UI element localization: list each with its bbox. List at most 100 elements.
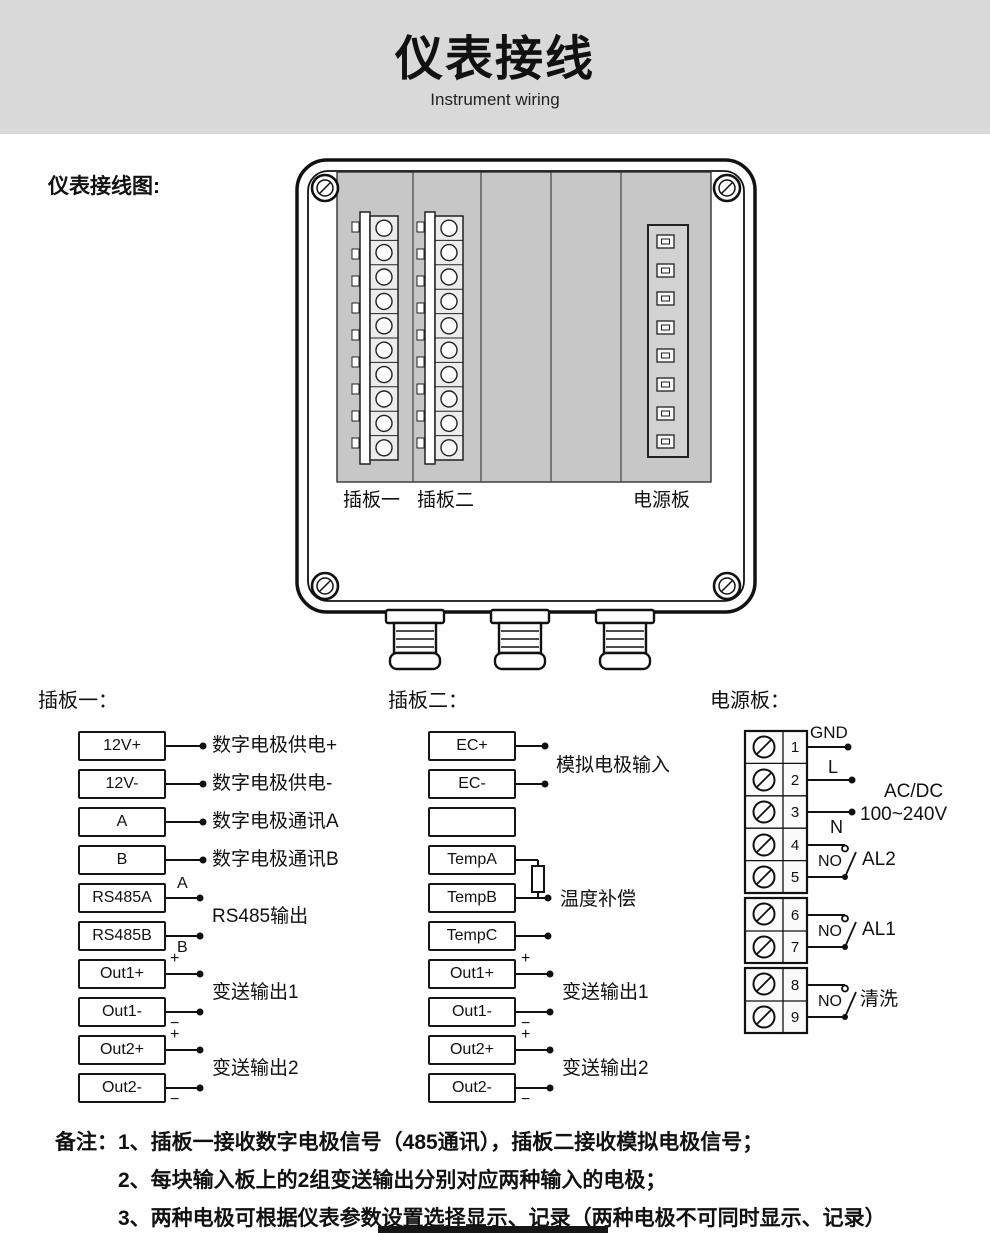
wire-mark-minus: −: [170, 1015, 180, 1032]
wire-mark-plus: +: [170, 1026, 180, 1043]
terminal-box: RS485A: [78, 883, 166, 913]
cable-gland-icon: [384, 608, 446, 671]
enclosure-diagram: [295, 158, 757, 671]
terminal-box: B: [78, 845, 166, 875]
terminal-box: A: [78, 807, 166, 837]
wiring-diagram: 1 2 3 4 5 6 7 8 9: [166, 729, 857, 1092]
terminal-box: TempA: [428, 845, 516, 875]
power-terminal-number: 5: [791, 869, 799, 886]
no-contact-label: NO: [818, 993, 842, 1010]
screw-terminal-icon: [752, 1005, 776, 1029]
relay-contact-icon: [841, 844, 857, 881]
cable-gland-icon: [594, 608, 656, 671]
screw-terminal-icon: [752, 800, 776, 824]
wire-label: 数字电极供电-: [212, 773, 333, 794]
wire-label: 数字电极通讯B: [212, 849, 339, 870]
terminal-box: Out2-: [78, 1073, 166, 1103]
relay-contact-icon: [841, 984, 857, 1021]
acdc-label: AC/DC: [884, 781, 944, 802]
al1-label: AL1: [862, 919, 896, 940]
voltage-label: 100~240V: [860, 804, 948, 825]
note-prefix: 备注：: [55, 1131, 118, 1154]
wire-label: 变送输出1: [212, 982, 299, 1003]
wire-mark-a: A: [177, 875, 188, 892]
terminal-box: RS485B: [78, 921, 166, 951]
terminal-box: [428, 807, 516, 837]
corner-screw-icon: [712, 173, 742, 203]
screw-terminal-icon: [752, 865, 776, 889]
live-label: L: [828, 757, 839, 777]
terminal-box: Out1-: [78, 997, 166, 1027]
power-terminal-number: 4: [791, 837, 799, 854]
power-strip-icon: [647, 224, 689, 458]
power-terminal-number: 8: [791, 977, 799, 994]
screw-terminal-icon: [752, 935, 776, 959]
diagram-caption: 仪表接线图:: [48, 175, 160, 198]
wire-mark-minus: −: [521, 1091, 531, 1108]
terminal-box: Out2+: [428, 1035, 516, 1065]
wire-mark-plus: +: [521, 950, 531, 967]
terminal-box: TempC: [428, 921, 516, 951]
screw-terminal-icon: [752, 972, 776, 996]
wire-label: 变送输出1: [562, 982, 649, 1003]
enclosure-inner-border: [307, 170, 745, 602]
bottom-crop-bar: [378, 1226, 608, 1233]
corner-screw-icon: [310, 173, 340, 203]
note-line-3: 3、两种电极可根据仪表参数设置选择显示、记录（两种电极不可同时显示、记录）: [118, 1207, 886, 1230]
corner-screw-icon: [712, 571, 742, 601]
wire-label: RS485输出: [212, 906, 309, 927]
enclosure-board1-label: 插板一: [343, 490, 401, 511]
power-terminal-strip: 1 2 3 4 5 6 7 8 9: [743, 729, 809, 1035]
page-subtitle: Instrument wiring: [430, 89, 560, 109]
enclosure-board2-label: 插板二: [417, 490, 475, 511]
page-title: 仪表接线: [394, 33, 595, 86]
power-terminal-number: 7: [791, 939, 799, 956]
power-terminal-number: 6: [791, 907, 799, 924]
thermistor-icon: [531, 865, 545, 893]
wire-label: 数字电极通讯A: [212, 811, 339, 832]
board1-section-title: 插板一：: [38, 690, 118, 712]
screw-terminal-icon: [752, 768, 776, 792]
slot-dividers: [412, 172, 622, 482]
relay-contact-icon: [841, 914, 857, 951]
corner-screw-icon: [310, 571, 340, 601]
note-line-2: 2、每块输入板上的2组变送输出分别对应两种输入的电极；: [118, 1169, 667, 1192]
board1-junction-dots: [196, 742, 207, 1092]
terminal-box: EC-: [428, 769, 516, 799]
wire-label: 数字电极供电+: [212, 735, 338, 756]
header-banner: 仪表接线 Instrument wiring: [0, 0, 990, 134]
terminal-box: TempB: [428, 883, 516, 913]
power-terminal-number: 3: [791, 804, 799, 821]
board2-section-title: 插板二：: [388, 690, 468, 712]
wire-label: 温度补偿: [560, 889, 637, 910]
board1-wires: [166, 745, 203, 1089]
neutral-label: N: [830, 817, 843, 837]
terminal-box: Out1+: [78, 959, 166, 989]
wire-mark-b: B: [177, 939, 188, 956]
terminal-box: EC+: [428, 731, 516, 761]
wash-label: 清洗: [860, 989, 899, 1010]
terminal-box: Out1+: [428, 959, 516, 989]
wire-label: 变送输出2: [562, 1058, 649, 1079]
wire-mark-plus: +: [521, 1026, 531, 1043]
board2-junction-dots: [541, 742, 554, 1092]
screw-terminal-icon: [752, 735, 776, 759]
power-terminal-number: 1: [791, 739, 799, 756]
screw-terminal-icon: [752, 902, 776, 926]
terminal-box: Out2+: [78, 1035, 166, 1065]
terminal-box: Out1-: [428, 997, 516, 1027]
wire-label: 模拟电极输入: [556, 755, 671, 776]
wire-label: 变送输出2: [212, 1058, 299, 1079]
power-section-title: 电源板：: [710, 690, 790, 712]
no-contact-label: NO: [818, 923, 842, 940]
terminal-box: Out2-: [428, 1073, 516, 1103]
wire-mark-minus: −: [170, 1091, 180, 1108]
power-junction-dots: [844, 743, 856, 816]
enclosure-power-label: 电源板: [633, 490, 691, 511]
no-contact-label: NO: [818, 853, 842, 870]
al2-label: AL2: [862, 849, 896, 870]
terminal-box: 12V+: [78, 731, 166, 761]
board2-wires: [516, 745, 550, 1089]
power-terminal-number: 9: [791, 1009, 799, 1026]
